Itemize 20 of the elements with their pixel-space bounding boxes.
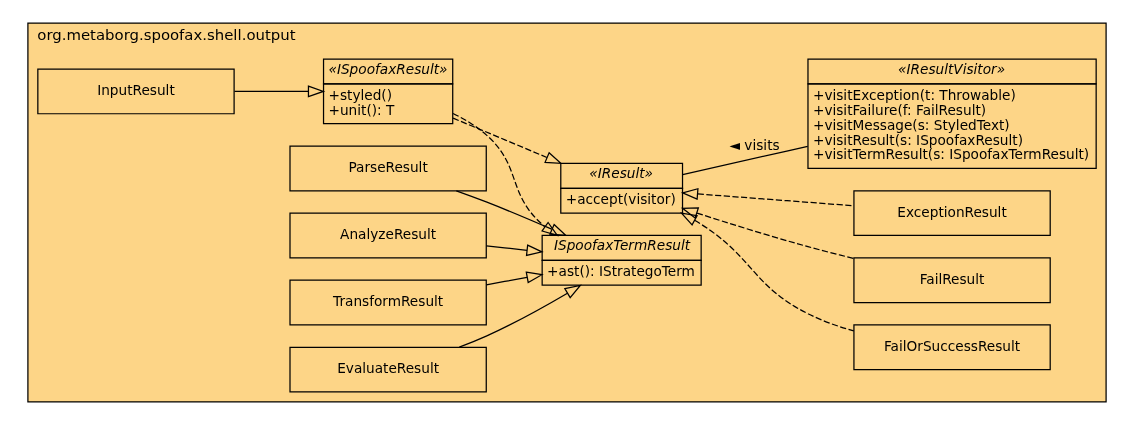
node-box: FailOrSuccessResult bbox=[852, 324, 1051, 371]
arrow bbox=[485, 271, 544, 286]
arrow bbox=[452, 117, 563, 165]
node-box: FailResult bbox=[852, 257, 1051, 304]
arrow bbox=[458, 284, 582, 348]
arrow bbox=[455, 190, 567, 237]
node-box: TransformResult bbox=[288, 279, 487, 326]
arrow bbox=[680, 207, 854, 260]
arrow bbox=[680, 187, 854, 207]
arrow bbox=[233, 85, 325, 98]
node-box: ParseResult bbox=[288, 145, 487, 192]
node-box: InputResult bbox=[36, 68, 235, 115]
connector bbox=[681, 145, 808, 176]
node-box: ExceptionResult bbox=[852, 190, 1051, 237]
node-box: EvaluateResult bbox=[288, 346, 487, 393]
arrow bbox=[451, 112, 559, 237]
arrow bbox=[679, 212, 854, 332]
arrow bbox=[485, 244, 544, 257]
edge-label: ◄ visits bbox=[729, 136, 780, 153]
node-box: AnalyzeResult bbox=[288, 212, 487, 259]
